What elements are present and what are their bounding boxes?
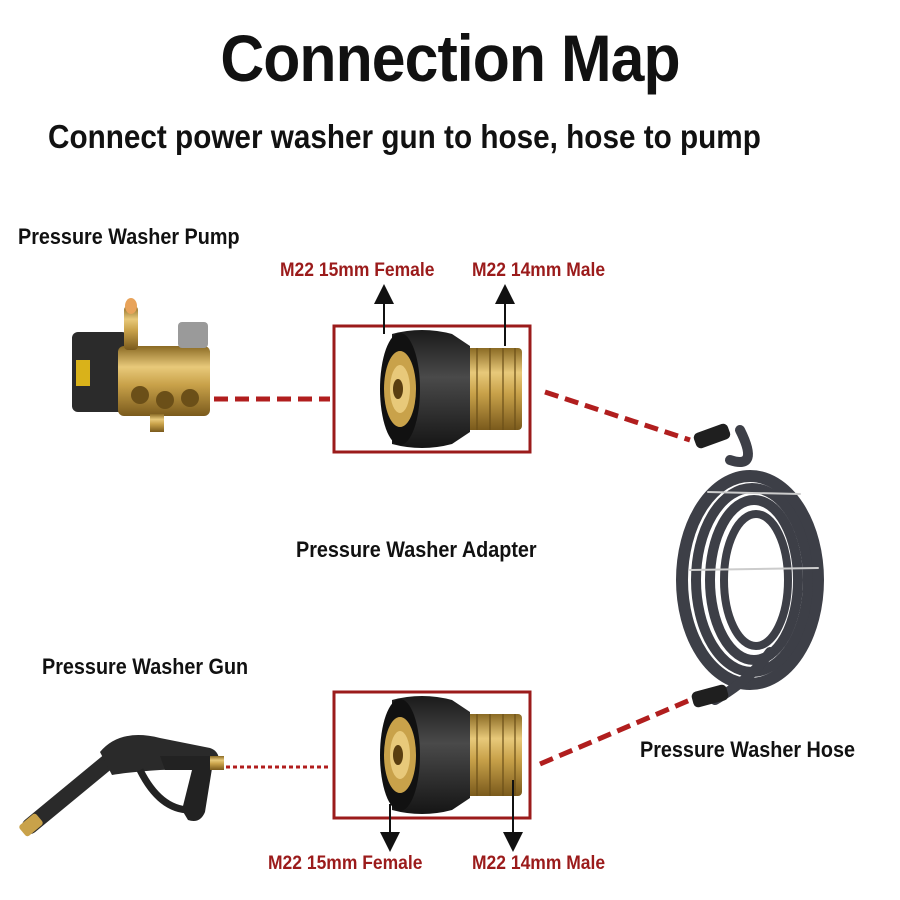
hose-top-fitting bbox=[693, 423, 731, 449]
hose-image bbox=[676, 425, 824, 705]
bottom-female-label: M22 15mm Female bbox=[268, 853, 423, 874]
gun-label: Pressure Washer Gun bbox=[42, 654, 249, 679]
gun-image bbox=[19, 735, 224, 837]
adapter-label: Pressure Washer Adapter bbox=[296, 537, 537, 562]
bottom-adapter-frame bbox=[332, 690, 532, 820]
hose-label: Pressure Washer Hose bbox=[640, 737, 855, 762]
bottom-adapter-image bbox=[379, 695, 523, 815]
adapter-to-hose-top-line bbox=[544, 389, 691, 443]
top-male-label: M22 14mm Male bbox=[472, 260, 606, 281]
pump-image bbox=[72, 298, 210, 432]
hose-bottom-fitting bbox=[691, 684, 729, 708]
bottom-male-label: M22 14mm Male bbox=[472, 853, 606, 874]
page-title: Connection Map bbox=[220, 21, 680, 95]
top-adapter-frame bbox=[332, 324, 532, 454]
adapter-to-hose-bottom-line bbox=[539, 697, 691, 767]
top-adapter-image bbox=[379, 329, 523, 449]
top-female-label: M22 15mm Female bbox=[280, 260, 435, 281]
page-subtitle: Connect power washer gun to hose, hose t… bbox=[48, 118, 761, 155]
pump-label: Pressure Washer Pump bbox=[18, 224, 240, 249]
